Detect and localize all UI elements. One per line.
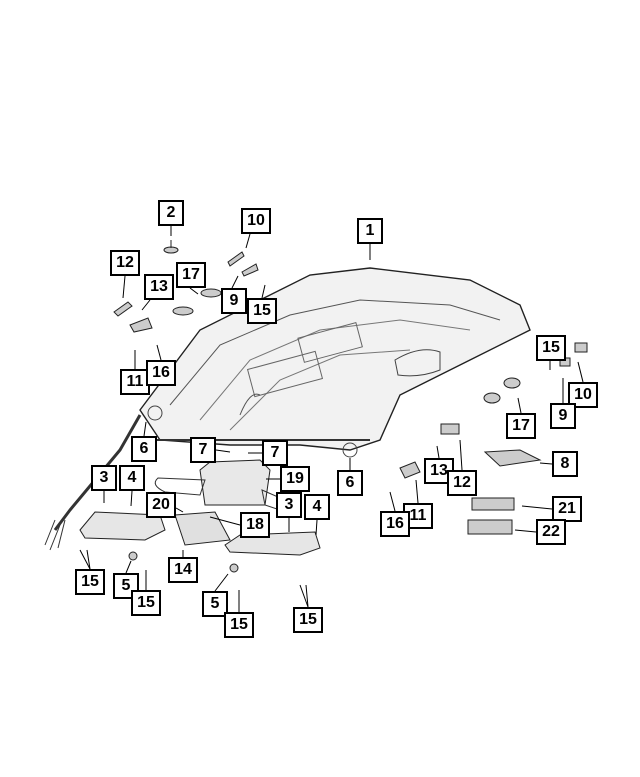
callout-4[interactable]: 4 xyxy=(119,465,145,491)
callout-15[interactable]: 15 xyxy=(75,569,105,595)
callout-19[interactable]: 19 xyxy=(280,466,310,492)
callout-15[interactable]: 15 xyxy=(131,590,161,616)
callout-6[interactable]: 6 xyxy=(131,436,157,462)
callout-13[interactable]: 13 xyxy=(144,274,174,300)
callout-18[interactable]: 18 xyxy=(240,512,270,538)
callout-21[interactable]: 21 xyxy=(552,496,582,522)
console-bezel xyxy=(174,511,231,546)
callout-22[interactable]: 22 xyxy=(536,519,566,545)
callout-16[interactable]: 16 xyxy=(146,360,176,386)
callout-15[interactable]: 15 xyxy=(224,612,254,638)
callout-3[interactable]: 3 xyxy=(91,465,117,491)
callout-2[interactable]: 2 xyxy=(158,200,184,226)
callout-7[interactable]: 7 xyxy=(190,437,216,463)
overhead-console xyxy=(199,459,271,506)
callout-15[interactable]: 15 xyxy=(247,298,277,324)
callout-7[interactable]: 7 xyxy=(262,440,288,466)
callout-8[interactable]: 8 xyxy=(552,451,578,477)
callout-13[interactable]: 13 xyxy=(424,458,454,484)
callout-9[interactable]: 9 xyxy=(221,288,247,314)
callout-12[interactable]: 12 xyxy=(447,470,477,496)
callout-3[interactable]: 3 xyxy=(276,492,302,518)
callout-4[interactable]: 4 xyxy=(304,494,330,520)
callout-9[interactable]: 9 xyxy=(550,403,576,429)
callout-20[interactable]: 20 xyxy=(146,492,176,518)
callout-17[interactable]: 17 xyxy=(506,413,536,439)
callout-17[interactable]: 17 xyxy=(176,262,206,288)
callout-5[interactable]: 5 xyxy=(202,591,228,617)
headliner-panel xyxy=(139,267,531,458)
sun-visor-left xyxy=(79,511,166,541)
callout-15[interactable]: 15 xyxy=(536,335,566,361)
callout-16[interactable]: 16 xyxy=(380,511,410,537)
callout-6[interactable]: 6 xyxy=(337,470,363,496)
callout-15[interactable]: 15 xyxy=(293,607,323,633)
callout-12[interactable]: 12 xyxy=(110,250,140,276)
callout-1[interactable]: 1 xyxy=(357,218,383,244)
callout-10[interactable]: 10 xyxy=(241,208,271,234)
callout-14[interactable]: 14 xyxy=(168,557,198,583)
